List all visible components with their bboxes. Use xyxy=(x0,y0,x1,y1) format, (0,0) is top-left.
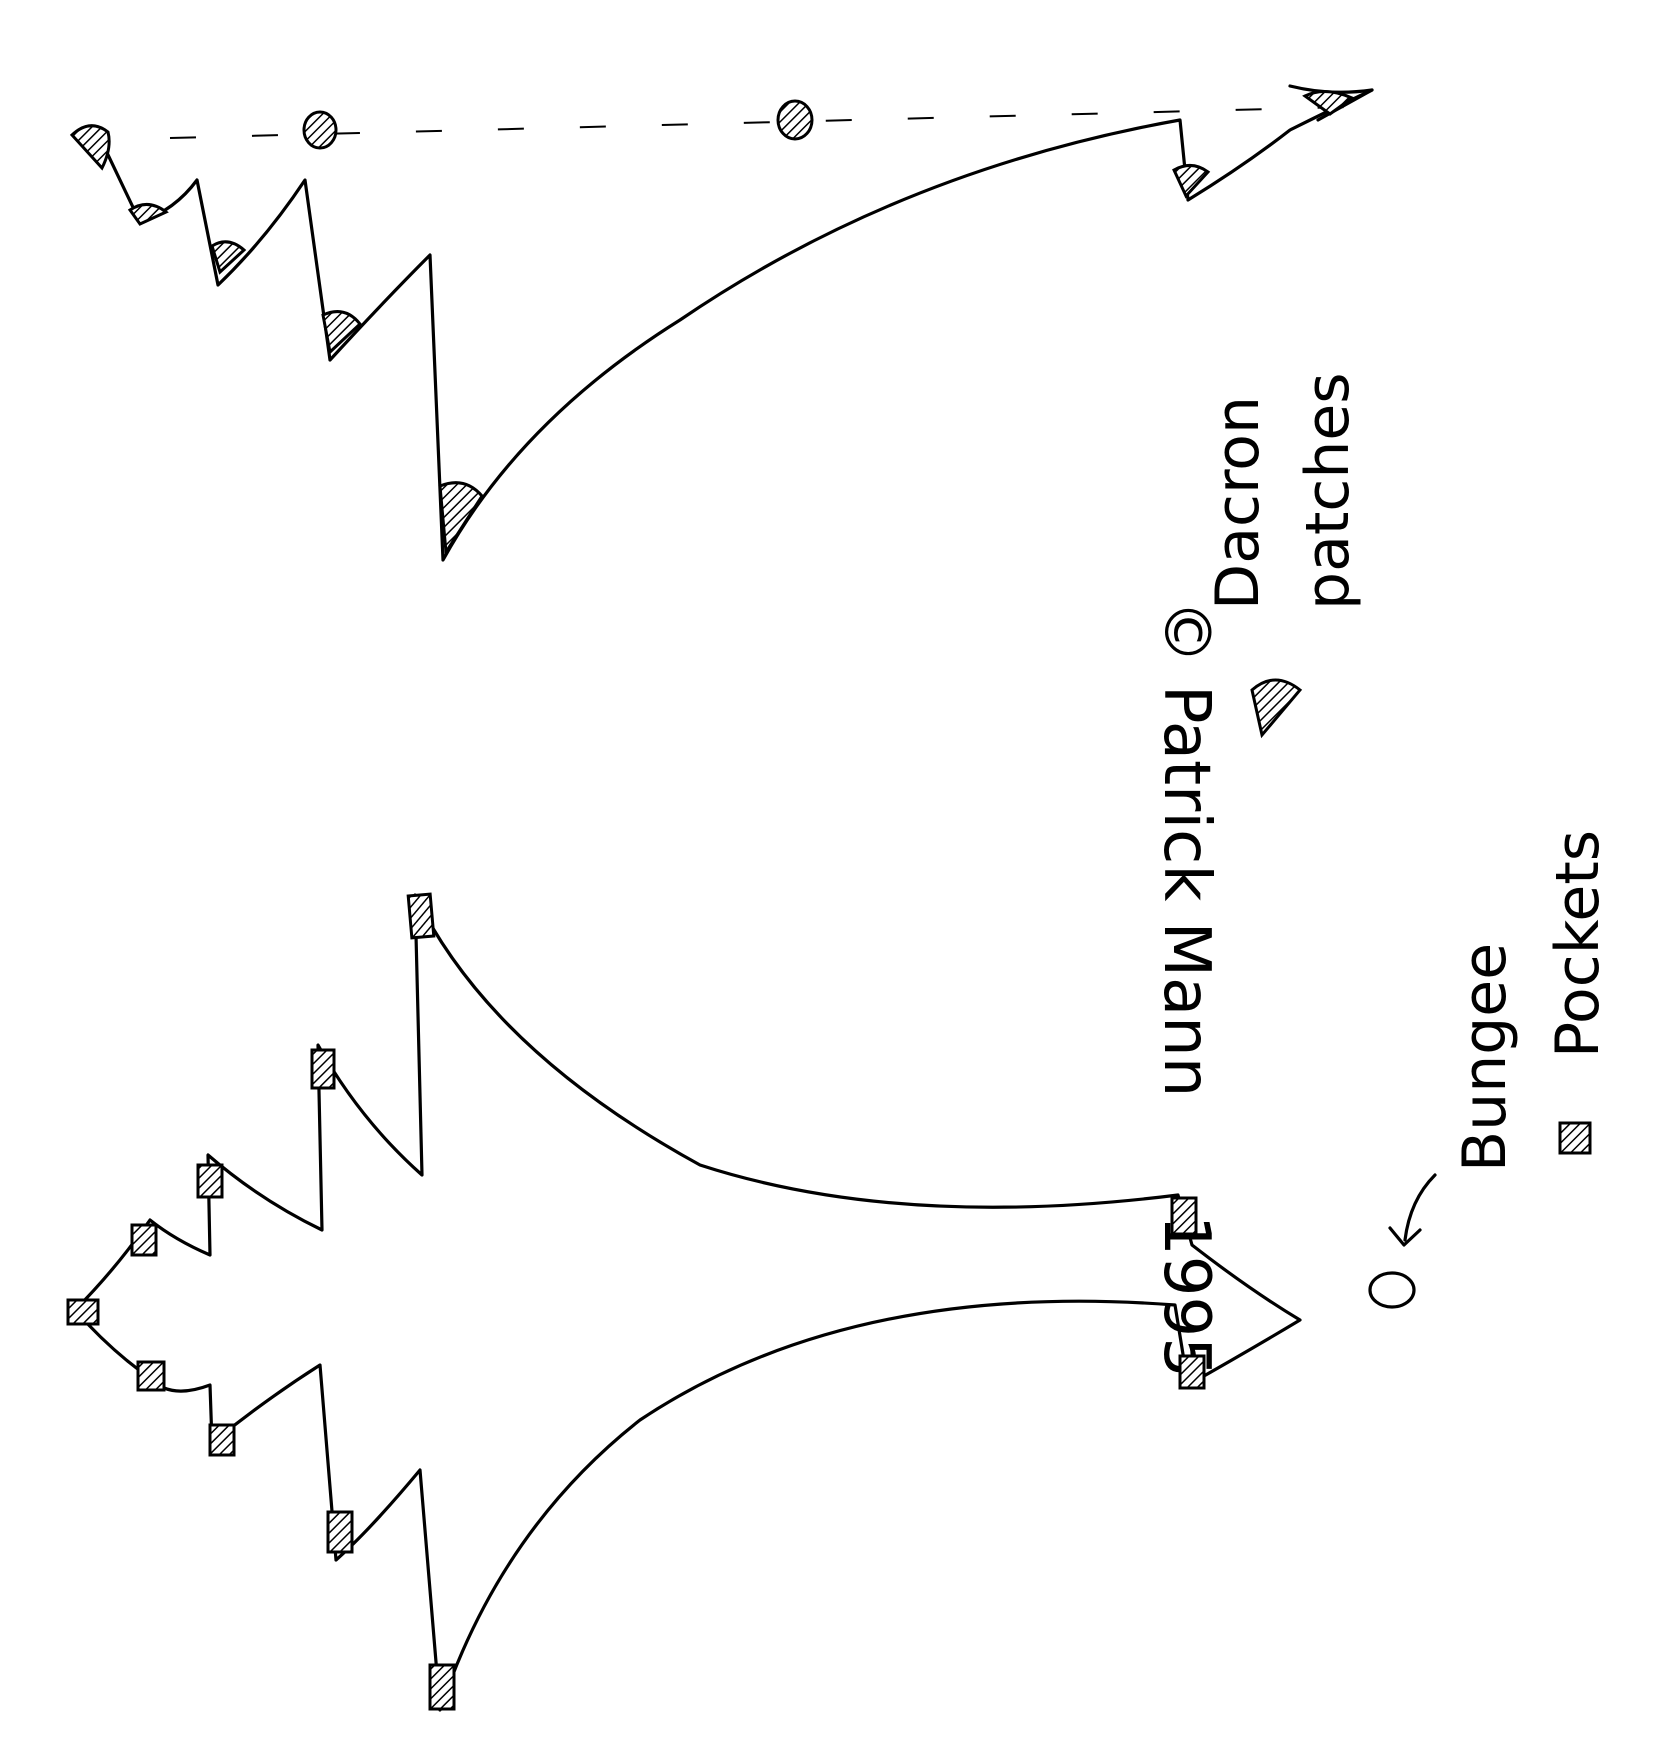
pocket-icon xyxy=(136,1360,166,1392)
dacron-patch-round-icon xyxy=(776,99,814,141)
pocket-icon xyxy=(428,1663,456,1711)
half-sail-edge xyxy=(98,88,1374,562)
dacron-patches xyxy=(69,90,1355,557)
dacron-patch-icon xyxy=(210,240,247,275)
dacron-patch-icon xyxy=(1172,164,1211,199)
pocket-icon xyxy=(208,1423,236,1457)
dacron-legend: Dacron patches xyxy=(1203,372,1363,739)
dacron-legend-line2: patches xyxy=(1293,372,1363,610)
dacron-patch-icon xyxy=(69,124,111,171)
dacron-patch-round-icon xyxy=(302,110,338,150)
full-sail-outline xyxy=(73,893,1416,1712)
dacron-patch-icon xyxy=(1302,90,1355,116)
dacron-patch-icon xyxy=(438,481,484,557)
credit-block: © Patrick Mann 1995 xyxy=(1149,600,1223,1378)
year: 1995 xyxy=(1149,1215,1223,1378)
half-sail-outline xyxy=(98,84,1386,562)
dacron-patch-icon xyxy=(127,203,169,226)
full-sail-edge xyxy=(73,893,1302,1712)
pocket-icon xyxy=(310,1048,336,1090)
pockets xyxy=(66,892,1206,1711)
dacron-patch-icon xyxy=(321,310,363,355)
bungee-label-group: Bungee xyxy=(1388,943,1520,1247)
pocket-icon xyxy=(66,1298,100,1326)
pocket-icon xyxy=(406,892,436,940)
bungee-loop xyxy=(1368,1271,1416,1309)
dacron-legend-line1: Dacron xyxy=(1203,396,1273,610)
pocket-icon xyxy=(196,1163,224,1199)
pocket-icon xyxy=(1178,1354,1206,1390)
author-name: Patrick Mann xyxy=(1149,685,1223,1097)
pockets-label: Pockets xyxy=(1543,830,1613,1058)
copyright-symbol: © xyxy=(1149,600,1223,664)
pocket-icon xyxy=(1170,1196,1198,1236)
pockets-legend: Pockets xyxy=(1543,830,1613,1155)
arrow-head-icon xyxy=(1388,1226,1422,1247)
pocket-icon xyxy=(130,1223,158,1257)
pocket-icon xyxy=(326,1510,354,1554)
hatched-square-icon xyxy=(1558,1121,1592,1155)
arrow-icon xyxy=(1403,1173,1437,1242)
hatched-triangle-icon xyxy=(1250,678,1303,739)
bungee-label: Bungee xyxy=(1450,943,1520,1172)
